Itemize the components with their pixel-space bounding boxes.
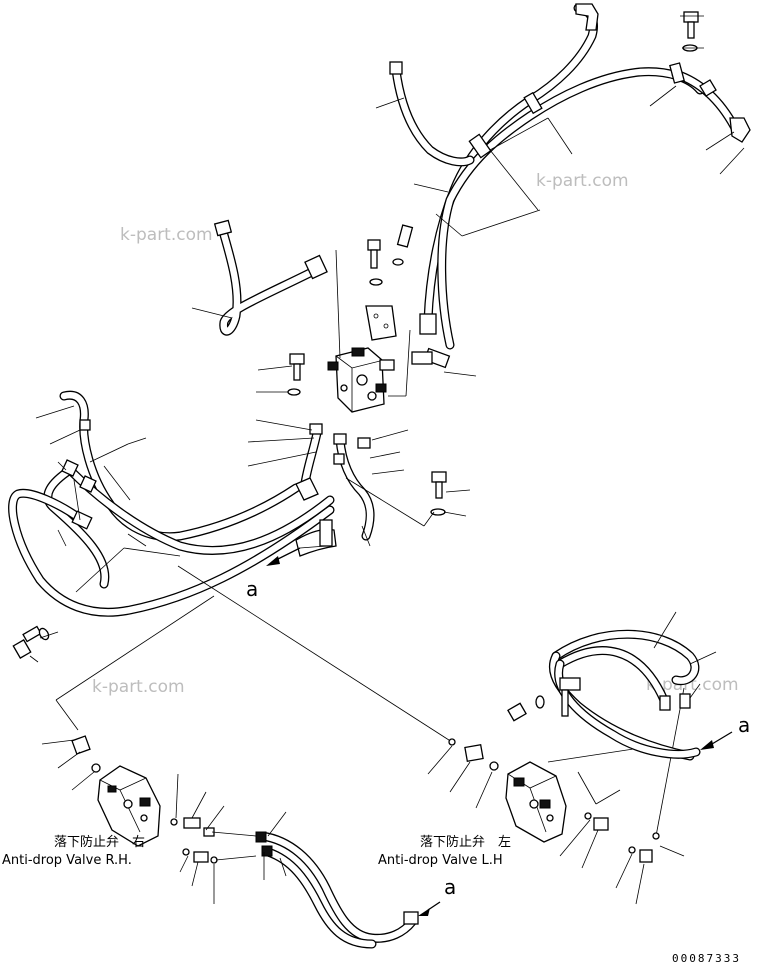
marker-a-center: a bbox=[246, 577, 258, 601]
watermark-2: k-part.com bbox=[120, 225, 213, 245]
rh-valve-label-jp: 落下防止弁 右 bbox=[54, 834, 145, 850]
left-hoses bbox=[8, 390, 337, 663]
rh-valve-label-en: Anti-drop Valve R.H. bbox=[2, 853, 132, 868]
watermark-1: k-part.com bbox=[536, 171, 629, 191]
center-valve-block bbox=[247, 224, 477, 547]
lh-valve-assembly: a 落下防止弁 左 Anti-drop Valve L.H bbox=[378, 611, 750, 905]
rh-valve-assembly: a 落下防止弁 右 Anti-drop Valve R.H. bbox=[2, 735, 456, 949]
flow-arrow-center: a bbox=[246, 545, 327, 601]
bent-pipe bbox=[191, 219, 328, 336]
document-number: 00087333 bbox=[672, 952, 741, 965]
watermark-4: k-part.com bbox=[646, 675, 739, 695]
watermark-3: k-part.com bbox=[92, 677, 185, 697]
lh-valve-label-jp: 落下防止弁 左 bbox=[420, 834, 511, 850]
reference-lines bbox=[55, 565, 685, 837]
lh-valve-label-en: Anti-drop Valve L.H bbox=[378, 853, 503, 868]
top-hoses bbox=[375, 3, 751, 369]
marker-a-right: a bbox=[738, 713, 750, 737]
marker-a-bottom: a bbox=[444, 875, 456, 899]
